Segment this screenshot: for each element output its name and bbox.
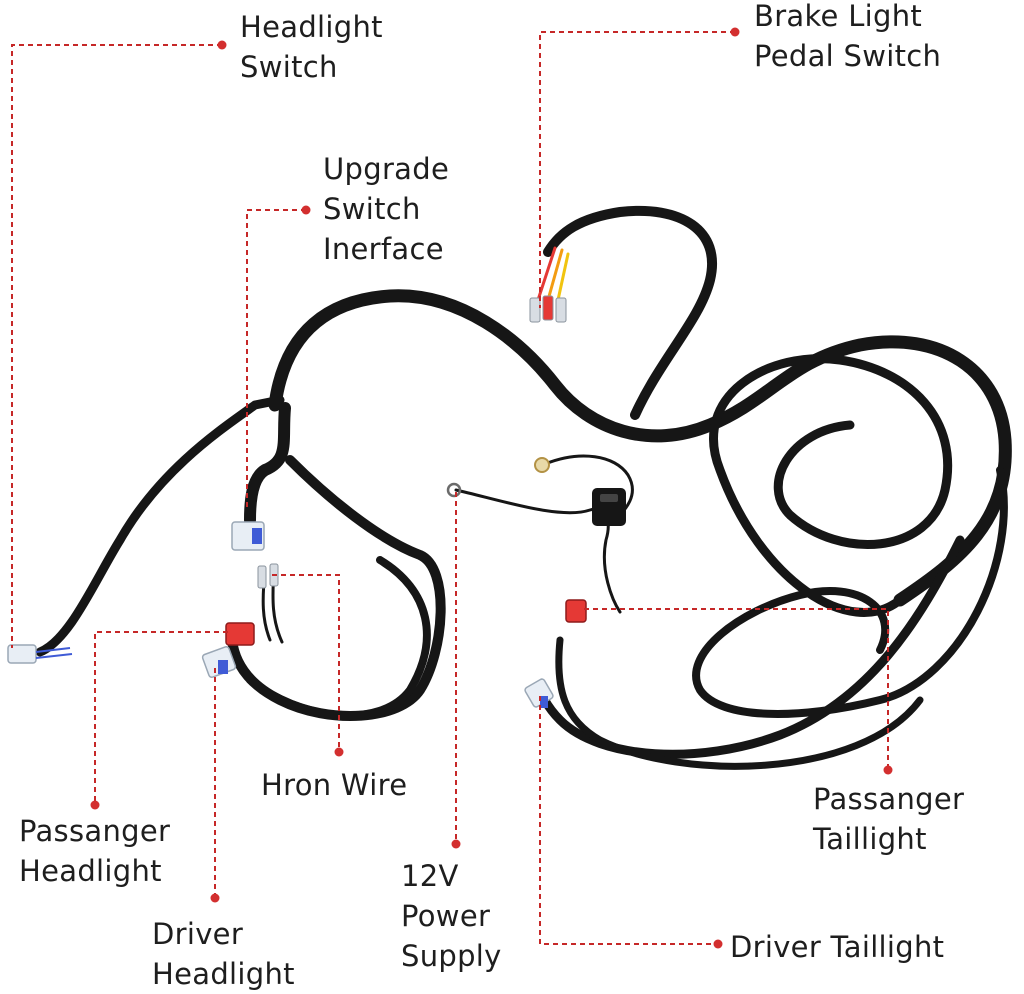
leader-passanger-taillight — [584, 608, 889, 770]
label-line: Driver — [152, 917, 244, 951]
leader-upgrade-switch-interface — [246, 209, 306, 510]
callout-dot-9 — [713, 939, 723, 949]
passanger-taillight-connector — [565, 599, 587, 623]
callout-leaders — [11, 31, 889, 945]
cable-to-brake-switch — [543, 205, 717, 420]
headlight-red-connector — [225, 622, 255, 646]
passanger-headlight-pigtail — [35, 647, 73, 659]
callout-dot-6 — [210, 893, 220, 903]
callout-dot-7 — [451, 839, 461, 849]
leader-horn-wire — [272, 574, 340, 752]
leader-headlight-switch — [11, 44, 222, 648]
label-line: Brake Light — [754, 0, 923, 33]
label-line: Passanger — [813, 782, 965, 816]
callout-dot-3 — [301, 205, 311, 215]
label-line: Taillight — [813, 822, 927, 856]
label-driver-taillight: Driver Taillight — [730, 927, 944, 967]
cable-main-trunk — [268, 289, 1012, 607]
passanger-headlight-connector — [7, 644, 37, 664]
cable-to-taillights — [535, 535, 965, 759]
label-line: Headlight — [152, 957, 295, 991]
fuse-holder-cap — [600, 494, 618, 502]
driver-headlight-connector-blue — [218, 660, 228, 674]
brake-switch-wires-yellow — [556, 252, 570, 302]
callout-dot-5 — [90, 800, 100, 810]
label-line: Switch — [323, 192, 421, 226]
label-line: 12V — [401, 859, 459, 893]
fuse-holder — [592, 488, 626, 526]
harness-cables — [35, 205, 1012, 770]
fuse-ring-terminal — [534, 457, 550, 473]
label-headlight-switch: Headlight Switch — [240, 7, 383, 87]
label-upgrade-switch-interface: Upgrade Switch Inerface — [323, 149, 449, 269]
label-line: Switch — [240, 50, 338, 84]
brake-switch-terminal-3 — [555, 297, 567, 323]
brake-switch-terminal-1 — [529, 297, 541, 323]
leader-driver-taillight — [539, 696, 718, 945]
cable-to-driver-headlight — [246, 556, 431, 720]
label-line: Supply — [401, 939, 502, 973]
label-line: Headlight — [19, 854, 162, 888]
brake-switch-wires-orange — [546, 248, 564, 302]
label-line: Inerface — [323, 232, 444, 266]
upgrade-switch-connector-blue — [252, 528, 262, 544]
leader-brake-light-pedal-switch — [539, 31, 735, 308]
label-line: Power — [401, 899, 491, 933]
cable-to-passanger-taillight — [692, 466, 1008, 718]
label-line: Pedal Switch — [754, 39, 942, 73]
label-line: Driver Taillight — [730, 930, 945, 964]
label-power-supply: 12V Power Supply — [401, 856, 502, 976]
label-brake-light-pedal-switch: Brake Light Pedal Switch — [754, 0, 941, 76]
callout-dot-8 — [883, 765, 893, 775]
cable-to-upgrade-interface — [244, 402, 291, 526]
power-ring-terminal — [446, 482, 462, 498]
label-passanger-headlight: Passanger Headlight — [19, 811, 170, 891]
cable-to-passanger-headlight — [35, 395, 285, 657]
cable-to-taillight-fuse — [555, 636, 924, 770]
label-line: Passanger — [19, 814, 171, 848]
label-line: Headlight — [240, 10, 383, 44]
label-driver-headlight: Driver Headlight — [152, 914, 295, 994]
cable-right-loop — [709, 354, 953, 617]
harness-components — [7, 295, 626, 708]
label-line: Hron Wire — [261, 768, 408, 802]
driver-taillight-connector-blue — [540, 696, 548, 708]
label-horn-wire: Hron Wire — [261, 765, 407, 805]
label-line: Upgrade — [323, 152, 450, 186]
brake-switch-terminal-2 — [542, 295, 554, 321]
horn-terminal-1 — [257, 565, 267, 589]
callout-dot-4 — [334, 747, 344, 757]
callout-dots — [90, 27, 893, 949]
label-passanger-taillight: Passanger Taillight — [813, 779, 964, 859]
callout-dot-2 — [730, 27, 740, 37]
callout-dot-1 — [217, 40, 227, 50]
